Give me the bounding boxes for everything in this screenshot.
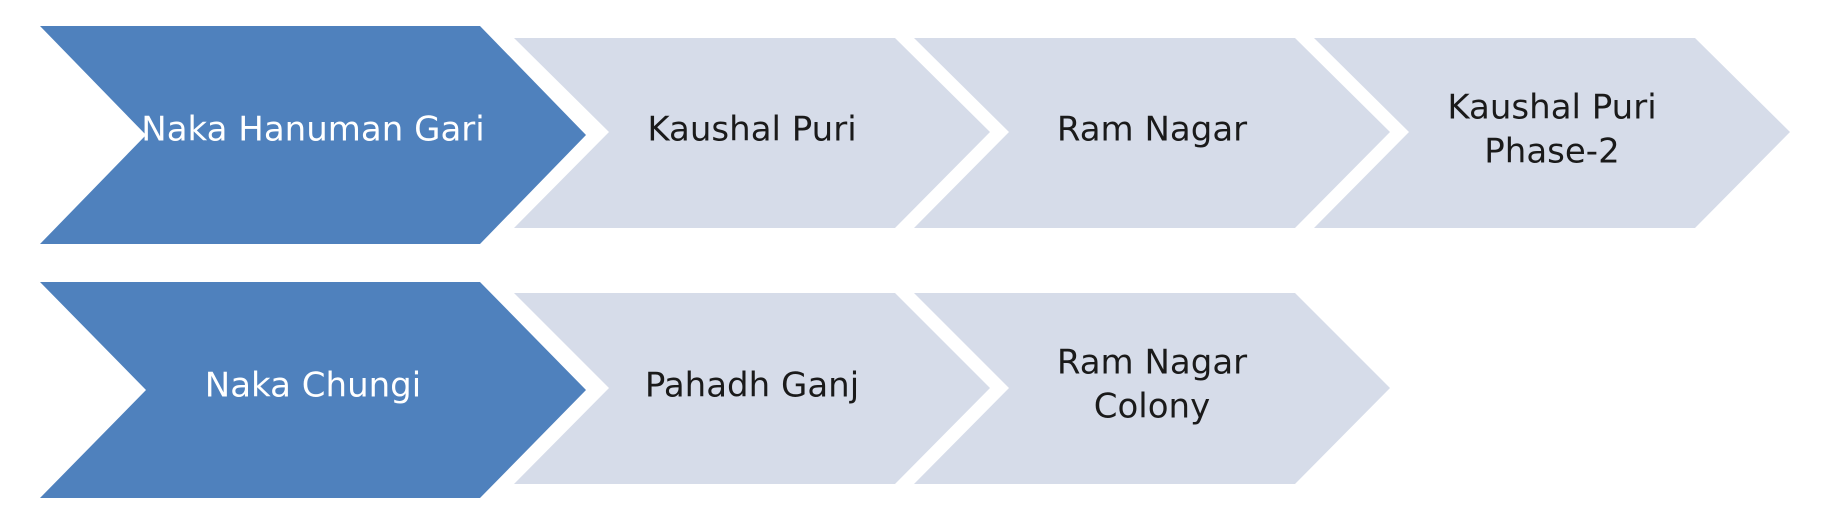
chevron-kaushal-puri: [514, 38, 990, 228]
chevron-label-naka-hanuman-gari: Naka Hanuman Gari: [141, 110, 484, 150]
row-2: Naka Chungi Pahadh Ganj Ram Nagar Colony: [40, 282, 1390, 498]
chevron-pahadh-ganj: [514, 293, 990, 484]
row-1: Naka Hanuman Gari Kaushal Puri Ram Nagar…: [40, 26, 1790, 244]
chevron-label-kaushal-puri: Kaushal Puri: [647, 110, 856, 150]
chevron-label-ram-nagar-colony-line-2: Colony: [1094, 387, 1210, 427]
chevron-naka-hanuman-gari: [40, 26, 586, 244]
chevron-label-naka-chungi: Naka Chungi: [205, 366, 421, 406]
chevron-kaushal-puri-phase-2: [1314, 38, 1790, 228]
chevron-naka-chungi: [40, 282, 586, 498]
chevron-label-ram-nagar-colony: Ram Nagar: [1057, 343, 1247, 383]
chevron-label-ram-nagar: Ram Nagar: [1057, 110, 1247, 150]
chevron-ram-nagar-colony: [914, 293, 1390, 484]
chevron-label-kaushal-puri-phase-2: Kaushal Puri: [1447, 88, 1656, 128]
chevron-label-kaushal-puri-phase-2-line-2: Phase-2: [1484, 132, 1619, 172]
chevron-label-pahadh-ganj: Pahadh Ganj: [645, 366, 859, 406]
chevron-ram-nagar: [914, 38, 1390, 228]
